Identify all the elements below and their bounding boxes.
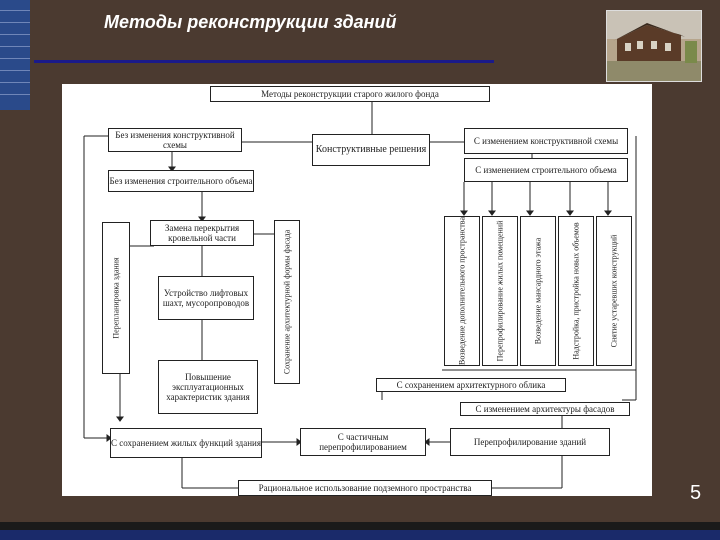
building-photo xyxy=(606,10,702,82)
box-relayout-text: Перепланировка здания xyxy=(111,257,121,339)
box-no-scheme-change: Без изменения конструктивной схемы xyxy=(108,128,242,152)
box-no-volume-change: Без изменения строительного объема xyxy=(108,170,254,192)
box-partial-reprofile: С частичным перепрофилированием xyxy=(300,428,426,456)
box-vertical-col-2-text: Перепрофилирование жилых помещений xyxy=(495,220,505,362)
box-facade-preservation-text: Сохранение архитектурной формы фасада xyxy=(282,229,292,375)
box-keep-architecture: С сохранением архитектурного облика xyxy=(376,378,566,392)
box-with-scheme-change: С изменением конструктивной схемы xyxy=(464,128,628,154)
page-number: 5 xyxy=(690,482,702,504)
title-underline xyxy=(34,60,494,63)
box-vertical-col-1-text: Возведение дополнительного пространства xyxy=(457,217,467,365)
box-vertical-col-4-text: Надстройка, пристройка новых объемов xyxy=(571,222,581,360)
box-underground-space: Рациональное использование подземного пр… xyxy=(238,480,492,496)
box-keep-residential: С сохранением жилых функций здания xyxy=(110,428,262,458)
box-vertical-col-5: Снятие устаревших конструкций xyxy=(596,216,632,366)
box-relayout: Перепланировка здания xyxy=(102,222,130,374)
left-decorative-bar xyxy=(0,0,30,110)
box-vertical-col-5-text: Снятие устаревших конструкций xyxy=(609,234,619,348)
box-constructive-solutions: Конструктивные решения xyxy=(312,134,430,166)
box-elevator-shafts: Устройство лифтовых шахт, мусоропроводов xyxy=(158,276,254,320)
methods-diagram: Методы реконструкции старого жилого фонд… xyxy=(62,84,652,496)
box-with-volume-change: С изменением строительного объема xyxy=(464,158,628,182)
box-reprofile-buildings: Перепрофилирование зданий xyxy=(450,428,610,456)
slide-title: Методы реконструкции зданий xyxy=(104,12,397,32)
box-change-facade: С изменением архитектуры фасадов xyxy=(460,402,630,416)
diagram-connectors xyxy=(83,100,637,489)
box-performance-improvement: Повышение эксплуатационных характеристик… xyxy=(158,360,258,414)
box-vertical-col-3: Возведение мансардного этажа xyxy=(520,216,556,366)
box-roof-replacement: Замена перекрытия кровельной части xyxy=(150,220,254,246)
box-vertical-col-2: Перепрофилирование жилых помещений xyxy=(482,216,518,366)
box-facade-preservation: Сохранение архитектурной формы фасада xyxy=(274,220,300,384)
bottom-stripe xyxy=(0,530,720,540)
box-top-methods: Методы реконструкции старого жилого фонд… xyxy=(210,86,490,102)
box-vertical-col-3-text: Возведение мансардного этажа xyxy=(533,237,543,345)
box-vertical-col-4: Надстройка, пристройка новых объемов xyxy=(558,216,594,366)
box-vertical-col-1: Возведение дополнительного пространства xyxy=(444,216,480,366)
